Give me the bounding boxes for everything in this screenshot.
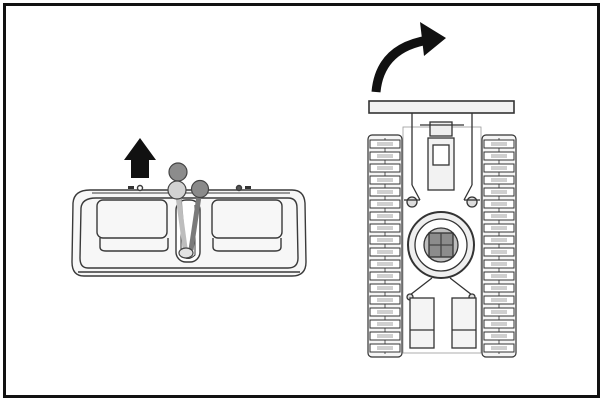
- track-link-pad: [491, 286, 507, 290]
- track-link-pad: [377, 322, 393, 326]
- track-link-pad: [377, 310, 393, 314]
- track-link-pad: [377, 142, 393, 146]
- track-link-pad: [491, 202, 507, 206]
- track-link-pad: [377, 202, 393, 206]
- track-link-pad: [377, 334, 393, 338]
- right-track-links: [483, 139, 515, 353]
- control-console: [71, 184, 307, 277]
- track-link-pad: [491, 226, 507, 230]
- track-link-pad: [491, 298, 507, 302]
- dozer-blade: [368, 100, 515, 114]
- console-left-recess: [96, 199, 168, 239]
- track-link-pad: [491, 334, 507, 338]
- boom-cylinder: [429, 121, 453, 137]
- track-link-pad: [377, 178, 393, 182]
- left-track-links: [369, 139, 401, 353]
- curved-arrow-icon: [371, 22, 446, 93]
- track-link-pad: [377, 214, 393, 218]
- console-rim: [79, 197, 299, 269]
- track-link-pad: [377, 166, 393, 170]
- track-link-pad: [377, 286, 393, 290]
- track-link-pad: [491, 262, 507, 266]
- track-link-pad: [377, 298, 393, 302]
- track-link-pad: [377, 238, 393, 242]
- track-link-pad: [491, 310, 507, 314]
- track-link-pad: [491, 250, 507, 254]
- track-link-pad: [377, 250, 393, 254]
- track-link-pad: [491, 166, 507, 170]
- arrow-up-icon: [124, 138, 156, 178]
- lever-knob-right: [190, 179, 210, 199]
- lever-knob-left: [167, 180, 187, 200]
- track-link-pad: [377, 274, 393, 278]
- track-link-pad: [491, 346, 507, 350]
- track-link-pad: [491, 274, 507, 278]
- lever-knob-top: [168, 162, 188, 182]
- track-link-pad: [491, 238, 507, 242]
- track-link-pad: [491, 142, 507, 146]
- track-link-pad: [377, 190, 393, 194]
- console-right-recess: [211, 199, 283, 239]
- track-link-pad: [491, 154, 507, 158]
- track-link-pad: [491, 322, 507, 326]
- joystick-levers: [167, 162, 210, 259]
- undercarriage: [402, 113, 482, 354]
- track-link-pad: [491, 190, 507, 194]
- track-link-pad: [491, 214, 507, 218]
- track-link-pad: [491, 178, 507, 182]
- track-link-pad: [377, 346, 393, 350]
- track-link-pad: [377, 154, 393, 158]
- track-link-pad: [377, 262, 393, 266]
- track-link-pad: [377, 226, 393, 230]
